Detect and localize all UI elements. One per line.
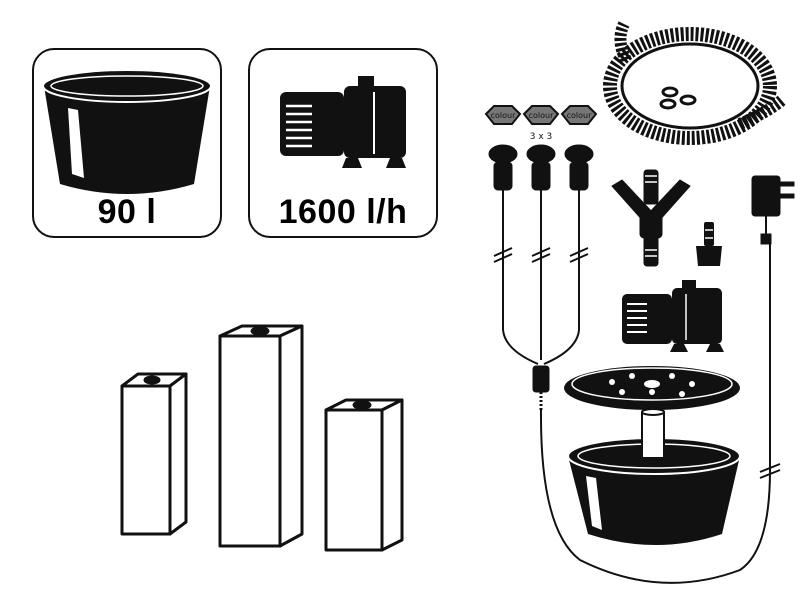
pump <box>622 280 724 352</box>
pillar-tall <box>218 324 304 548</box>
led-lights <box>488 144 781 584</box>
basin-lid <box>564 366 740 410</box>
hose-coil <box>603 21 786 145</box>
colour-cap: colour <box>522 105 560 125</box>
led-light <box>526 144 556 360</box>
basin-volume-label: 90 l <box>97 193 157 231</box>
pump-icon <box>280 76 406 168</box>
hose-connector <box>696 222 722 266</box>
o-rings <box>659 86 697 110</box>
colour-cap-label: colour <box>491 111 516 120</box>
cable-junction <box>532 365 550 393</box>
basin-icon <box>42 69 212 194</box>
led-light <box>488 144 518 330</box>
led-colour-caps: colour colour colour 3 x 3 <box>484 105 598 142</box>
basin <box>567 408 741 545</box>
colour-cap: colour <box>484 105 522 125</box>
water-splitter <box>611 169 691 267</box>
power-adapter <box>751 175 795 245</box>
pump-flow-card: 1600 l/h <box>248 48 438 238</box>
pump-flow-label: 1600 l/h <box>278 193 408 231</box>
basin-volume-card: 90 l <box>32 48 222 238</box>
colour-cap-label: colour <box>567 111 592 120</box>
cable-break-marks <box>493 247 589 263</box>
colour-cap-label: colour <box>529 111 554 120</box>
led-count-label: 3 x 3 <box>530 132 553 142</box>
led-light <box>564 144 594 330</box>
stone-pillars <box>120 324 404 552</box>
pillar-right <box>324 398 404 552</box>
pillar-left <box>120 372 188 536</box>
colour-cap: colour <box>560 105 598 125</box>
